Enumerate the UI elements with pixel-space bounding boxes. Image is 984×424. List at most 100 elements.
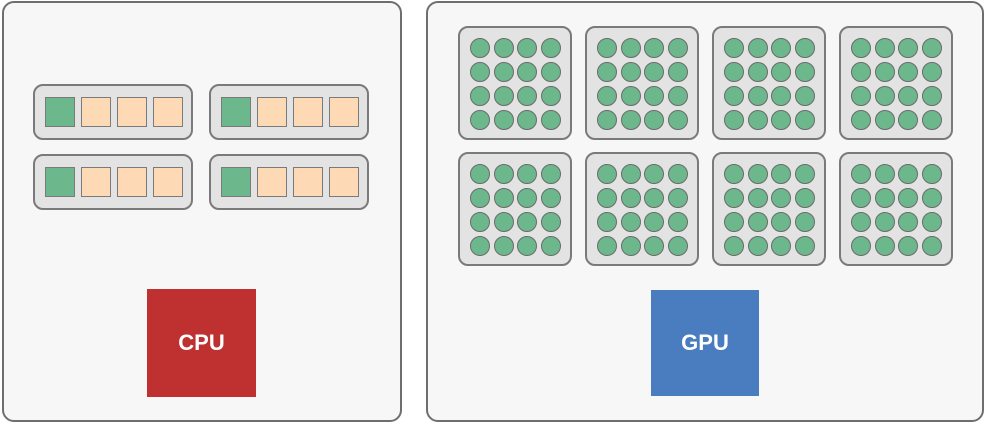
control-unit-cell (221, 167, 251, 197)
gpu-core (874, 86, 895, 106)
gpu-core (874, 164, 895, 184)
gpu-core (517, 62, 537, 82)
gpu-core (470, 38, 490, 58)
gpu-core (771, 110, 791, 130)
alu-cell (257, 167, 287, 197)
gpu-core (540, 188, 561, 208)
gpu-core (493, 38, 514, 58)
gpu-core (794, 38, 815, 58)
gpu-core (517, 164, 537, 184)
gpu-core (540, 212, 561, 232)
gpu-core (667, 188, 688, 208)
gpu-core (597, 164, 617, 184)
cpu-core-group (33, 84, 193, 140)
gpu-core (874, 110, 895, 130)
gpu-core (851, 188, 871, 208)
alu-cell (293, 167, 323, 197)
gpu-core (771, 62, 791, 82)
gpu-core (470, 188, 490, 208)
gpu-core (493, 164, 514, 184)
gpu-core (724, 86, 744, 106)
cpu-core-group (33, 154, 193, 210)
gpu-core (851, 110, 871, 130)
alu-cell (81, 97, 111, 127)
gpu-core (898, 38, 918, 58)
gpu-multiprocessor (585, 26, 699, 140)
gpu-core (597, 86, 617, 106)
gpu-core (470, 62, 490, 82)
gpu-core (470, 212, 490, 232)
gpu-core (747, 236, 768, 256)
gpu-core (747, 38, 768, 58)
cpu-core-group (209, 84, 369, 140)
gpu-core (747, 164, 768, 184)
gpu-core (517, 86, 537, 106)
gpu-core (921, 236, 942, 256)
gpu-core (517, 212, 537, 232)
control-unit-cell (45, 167, 75, 197)
gpu-core (921, 62, 942, 82)
gpu-core (794, 86, 815, 106)
alu-cell (329, 167, 359, 197)
gpu-core (747, 110, 768, 130)
gpu-core (724, 110, 744, 130)
gpu-core (724, 164, 744, 184)
gpu-core (794, 62, 815, 82)
gpu-core (597, 38, 617, 58)
gpu-core (898, 110, 918, 130)
gpu-core (470, 164, 490, 184)
gpu-core (851, 86, 871, 106)
gpu-core (470, 236, 490, 256)
gpu-core (493, 110, 514, 130)
gpu-multiprocessor (712, 152, 826, 266)
gpu-core (620, 110, 641, 130)
gpu-core (667, 38, 688, 58)
gpu-multiprocessor (839, 152, 953, 266)
gpu-core (644, 212, 664, 232)
alu-cell (81, 167, 111, 197)
gpu-core (851, 212, 871, 232)
gpu-core (724, 236, 744, 256)
gpu-core (747, 62, 768, 82)
gpu-label: GPU (681, 330, 729, 355)
gpu-core (874, 212, 895, 232)
gpu-core (898, 236, 918, 256)
gpu-core (898, 86, 918, 106)
gpu-core (644, 110, 664, 130)
gpu-core (724, 62, 744, 82)
alu-cell (257, 97, 287, 127)
gpu-core (874, 38, 895, 58)
gpu-core (493, 212, 514, 232)
cpu-label: CPU (178, 330, 225, 355)
gpu-core (794, 110, 815, 130)
gpu-core (771, 188, 791, 208)
gpu-core (644, 86, 664, 106)
gpu-core (747, 188, 768, 208)
gpu-core (747, 212, 768, 232)
gpu-core (898, 212, 918, 232)
gpu-core (724, 188, 744, 208)
gpu-core (771, 236, 791, 256)
alu-cell (329, 97, 359, 127)
gpu-core (794, 164, 815, 184)
gpu-core (921, 212, 942, 232)
gpu-core (851, 38, 871, 58)
gpu-multiprocessor (712, 26, 826, 140)
gpu-core (644, 38, 664, 58)
gpu-core (517, 110, 537, 130)
gpu-core (724, 38, 744, 58)
gpu-chip: GPU (651, 290, 759, 396)
gpu-core (517, 38, 537, 58)
gpu-core (921, 86, 942, 106)
gpu-core (597, 62, 617, 82)
gpu-core (874, 188, 895, 208)
alu-cell (293, 97, 323, 127)
gpu-core (540, 236, 561, 256)
gpu-core (620, 212, 641, 232)
gpu-core (724, 212, 744, 232)
gpu-multiprocessor (839, 26, 953, 140)
gpu-core (620, 62, 641, 82)
gpu-core (921, 110, 942, 130)
gpu-core (921, 164, 942, 184)
gpu-core (597, 236, 617, 256)
